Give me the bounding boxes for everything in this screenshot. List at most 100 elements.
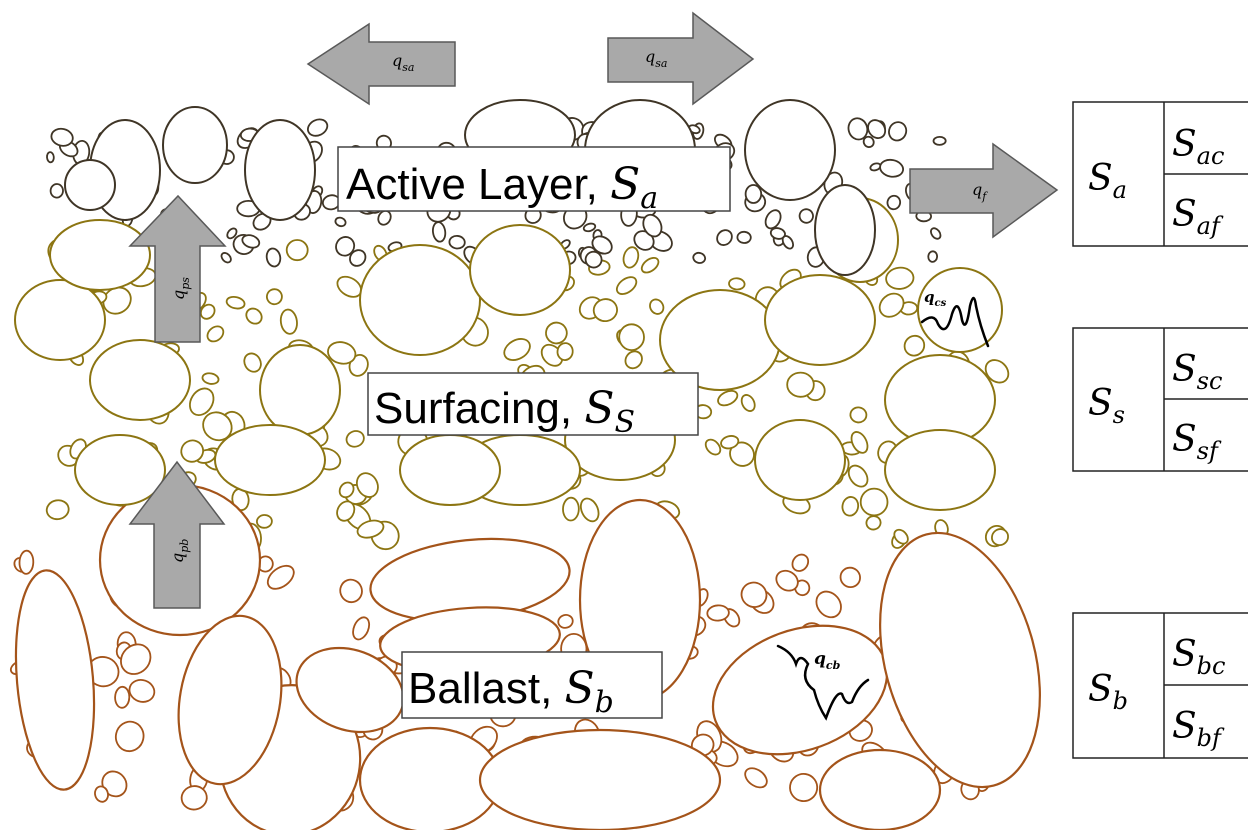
pebble-active	[49, 183, 64, 199]
pebble-active	[736, 230, 752, 244]
svg-text:Sbc: Sbc	[1172, 634, 1225, 680]
label-surfacing: Surfacing, SS	[367, 372, 699, 440]
pebble-surfacing	[243, 352, 262, 373]
pebble-ballast	[352, 616, 371, 641]
pebble-surfacing	[503, 338, 531, 361]
pebble-ballast	[789, 772, 819, 802]
pebble-surfacing	[355, 472, 379, 498]
pebble-surfacing	[592, 298, 618, 323]
pebble-ballast	[557, 614, 574, 629]
pebble-surfacing	[903, 334, 926, 357]
svg-text:qcs: qcs	[924, 288, 947, 309]
pebble-surfacing	[336, 500, 356, 522]
pebble-active	[692, 251, 707, 264]
svg-text:Ss: Ss	[1088, 383, 1125, 429]
pebble-active	[582, 222, 597, 233]
svg-text:qsa: qsa	[645, 47, 667, 70]
svg-text:Sb: Sb	[1088, 669, 1128, 715]
pebble-active	[591, 235, 613, 255]
pebble-surfacing	[893, 528, 909, 545]
stone-surfacing	[89, 339, 191, 421]
svg-text:qpb: qpb	[168, 539, 191, 563]
pebble-surfacing	[245, 307, 263, 325]
pebble-surfacing	[285, 239, 309, 262]
pebble-surfacing	[841, 496, 860, 517]
pebble-surfacing	[556, 342, 574, 361]
pebble-surfacing	[201, 372, 220, 385]
stone-ballast	[14, 569, 96, 791]
pebble-surfacing	[356, 519, 385, 539]
pebble-surfacing	[740, 394, 756, 412]
pebble-ballast	[791, 553, 810, 572]
pebble-surfacing	[649, 298, 665, 315]
pebble-surfacing	[847, 464, 869, 488]
stone-surfacing	[259, 344, 341, 436]
pebble-surfacing	[279, 308, 298, 335]
pebble-surfacing	[786, 371, 815, 398]
stone-surfacing	[49, 219, 151, 291]
pebble-surfacing	[640, 256, 660, 274]
svg-text:Sac: Sac	[1172, 124, 1224, 170]
pebble-surfacing	[256, 514, 273, 529]
pebble-active	[930, 227, 942, 240]
pebble-surfacing	[865, 515, 882, 531]
pebble-active	[226, 227, 238, 240]
svg-text:Surfacing, SS: Surfacing, SS	[374, 383, 635, 440]
pebble-surfacing	[225, 295, 246, 310]
svg-text:Saf: Saf	[1172, 194, 1224, 240]
pebble-active	[642, 213, 663, 238]
stone-active	[64, 159, 116, 211]
svg-text:Sa: Sa	[1088, 158, 1127, 204]
pebble-ballast	[339, 578, 363, 604]
pebble-active	[888, 121, 908, 142]
pebble-active	[847, 117, 869, 141]
label-active-layer: Active Layer, Sa	[337, 146, 731, 216]
stone-surfacing	[359, 244, 481, 356]
pebble-surfacing	[991, 528, 1009, 547]
pebble-active	[448, 234, 466, 250]
pebble-ballast	[120, 643, 152, 675]
stone-ballast	[478, 728, 722, 830]
svg-text:qsa: qsa	[392, 51, 414, 74]
pebble-surfacing	[545, 321, 568, 345]
pebble-active	[335, 236, 356, 257]
stone-surfacing	[754, 419, 846, 501]
storage-box-b: Sb Sbc Sbf	[1072, 612, 1248, 759]
stone-surfacing	[74, 434, 166, 506]
pebble-active	[307, 118, 329, 137]
pebble-surfacing	[579, 497, 600, 523]
pebble-active	[432, 221, 447, 243]
pebble-active	[334, 216, 347, 228]
stone-active	[814, 184, 876, 276]
pebble-surfacing	[984, 359, 1010, 384]
stone-ballast	[818, 748, 942, 830]
pebble-surfacing	[345, 430, 365, 448]
pebble-active	[349, 249, 367, 267]
flux-arrow-qsa-left: qsa	[306, 22, 456, 106]
pebble-surfacing	[189, 387, 215, 417]
pebble-active	[927, 250, 939, 263]
pebble-surfacing	[728, 277, 746, 291]
pebble-surfacing	[624, 350, 643, 370]
storage-box-s: Ss Ssc Ssf	[1072, 327, 1248, 472]
pebble-ballast	[128, 678, 156, 703]
pebble-surfacing	[622, 246, 640, 269]
pebble-active	[46, 151, 55, 164]
pebble-surfacing	[615, 276, 638, 295]
pebble-active	[769, 227, 786, 240]
pebble-surfacing	[206, 325, 225, 343]
pebble-active	[867, 119, 887, 140]
flux-arrow-qf: qf	[909, 142, 1059, 239]
pebble-active	[744, 184, 763, 204]
pebble-surfacing	[327, 341, 357, 365]
pebble-active	[220, 252, 232, 264]
pebble-surfacing	[45, 499, 70, 521]
svg-text:Ssf: Ssf	[1172, 419, 1222, 465]
pebble-active	[932, 135, 947, 146]
stone-surfacing	[469, 224, 571, 316]
stone-ballast	[177, 614, 283, 786]
pebble-ballast	[266, 564, 295, 590]
pebble-ballast	[706, 604, 730, 622]
pebble-ballast	[180, 785, 208, 811]
